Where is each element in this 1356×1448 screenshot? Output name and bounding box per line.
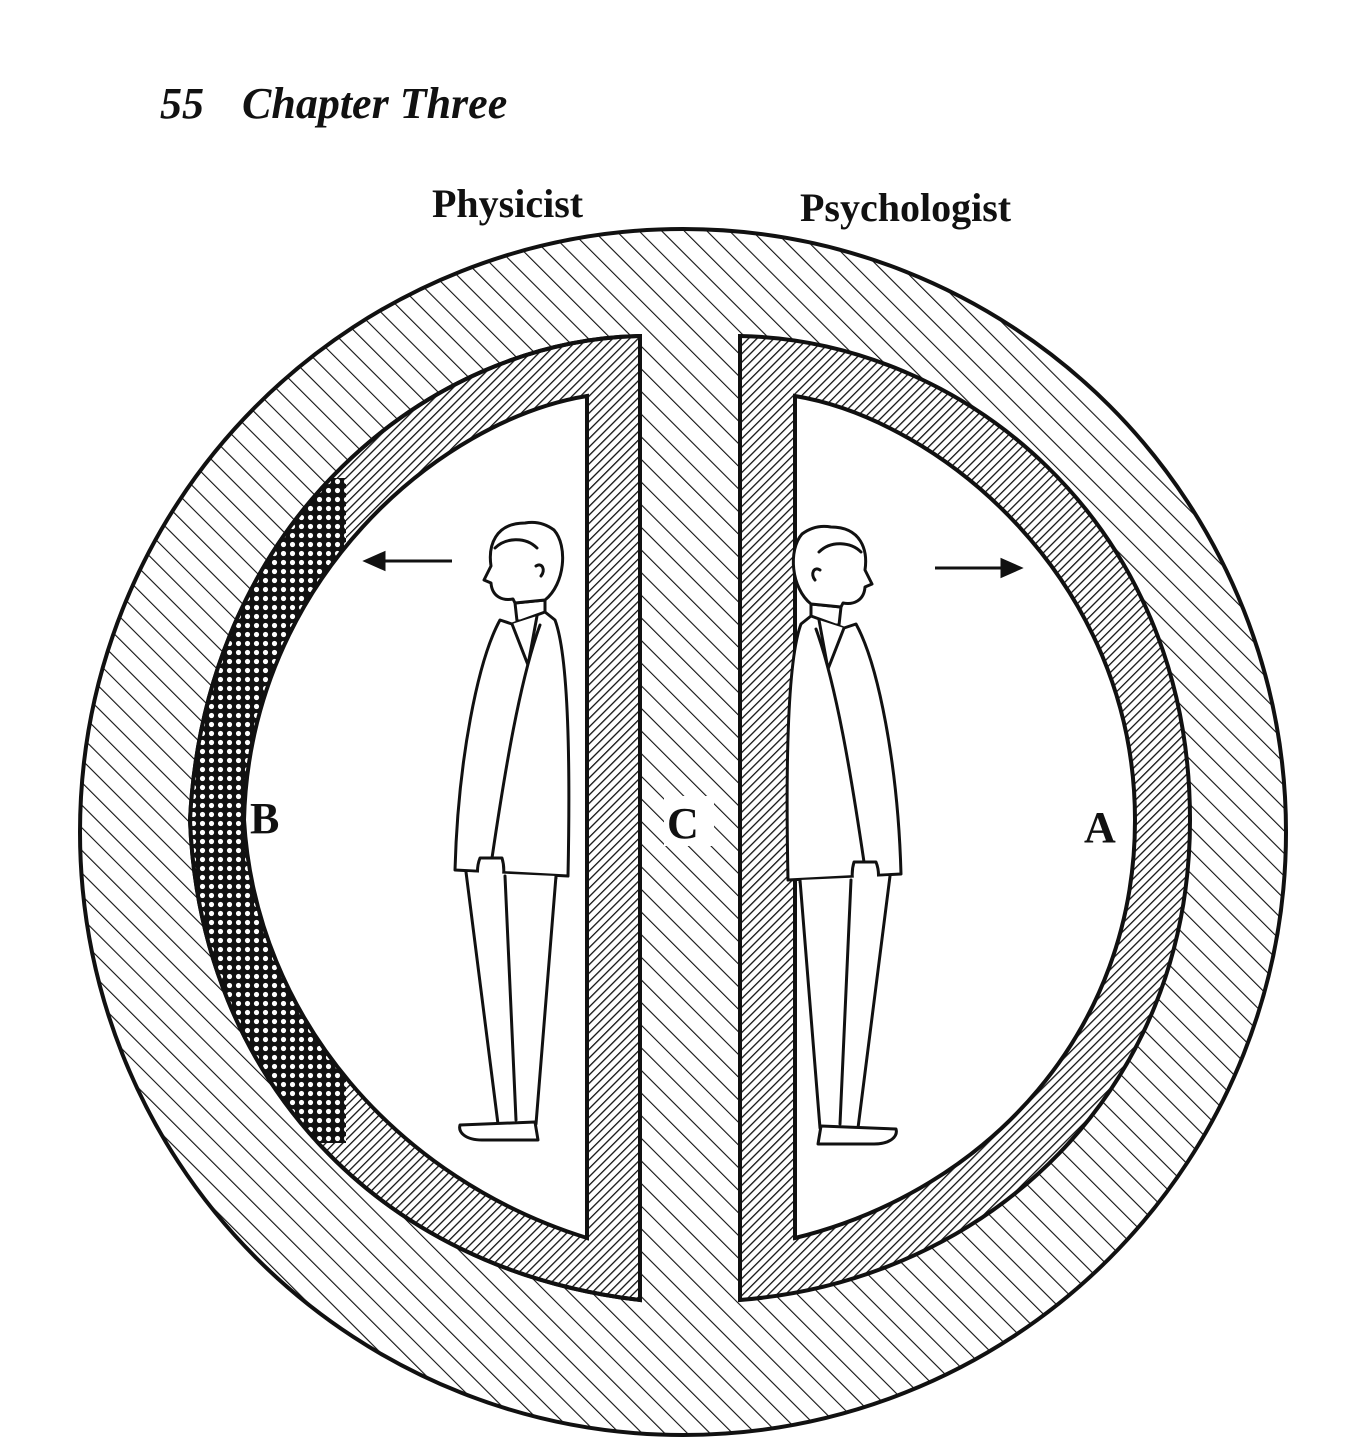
label-physicist: Physicist [432,181,584,226]
chapter-title: Chapter Three [242,79,508,128]
label-region-c: C [667,799,699,848]
psychologist-arrow [935,557,1024,579]
psychologist-figure [785,524,903,1146]
page-number: 55 [160,79,204,128]
label-region-a: A [1084,803,1116,852]
physicist-figure [453,520,571,1142]
running-head: 55 Chapter Three [160,78,507,129]
label-region-b: B [250,794,279,843]
right-cavity [793,393,1138,1241]
physicist-arrow [362,550,452,572]
label-psychologist: Psychologist [800,185,1012,230]
